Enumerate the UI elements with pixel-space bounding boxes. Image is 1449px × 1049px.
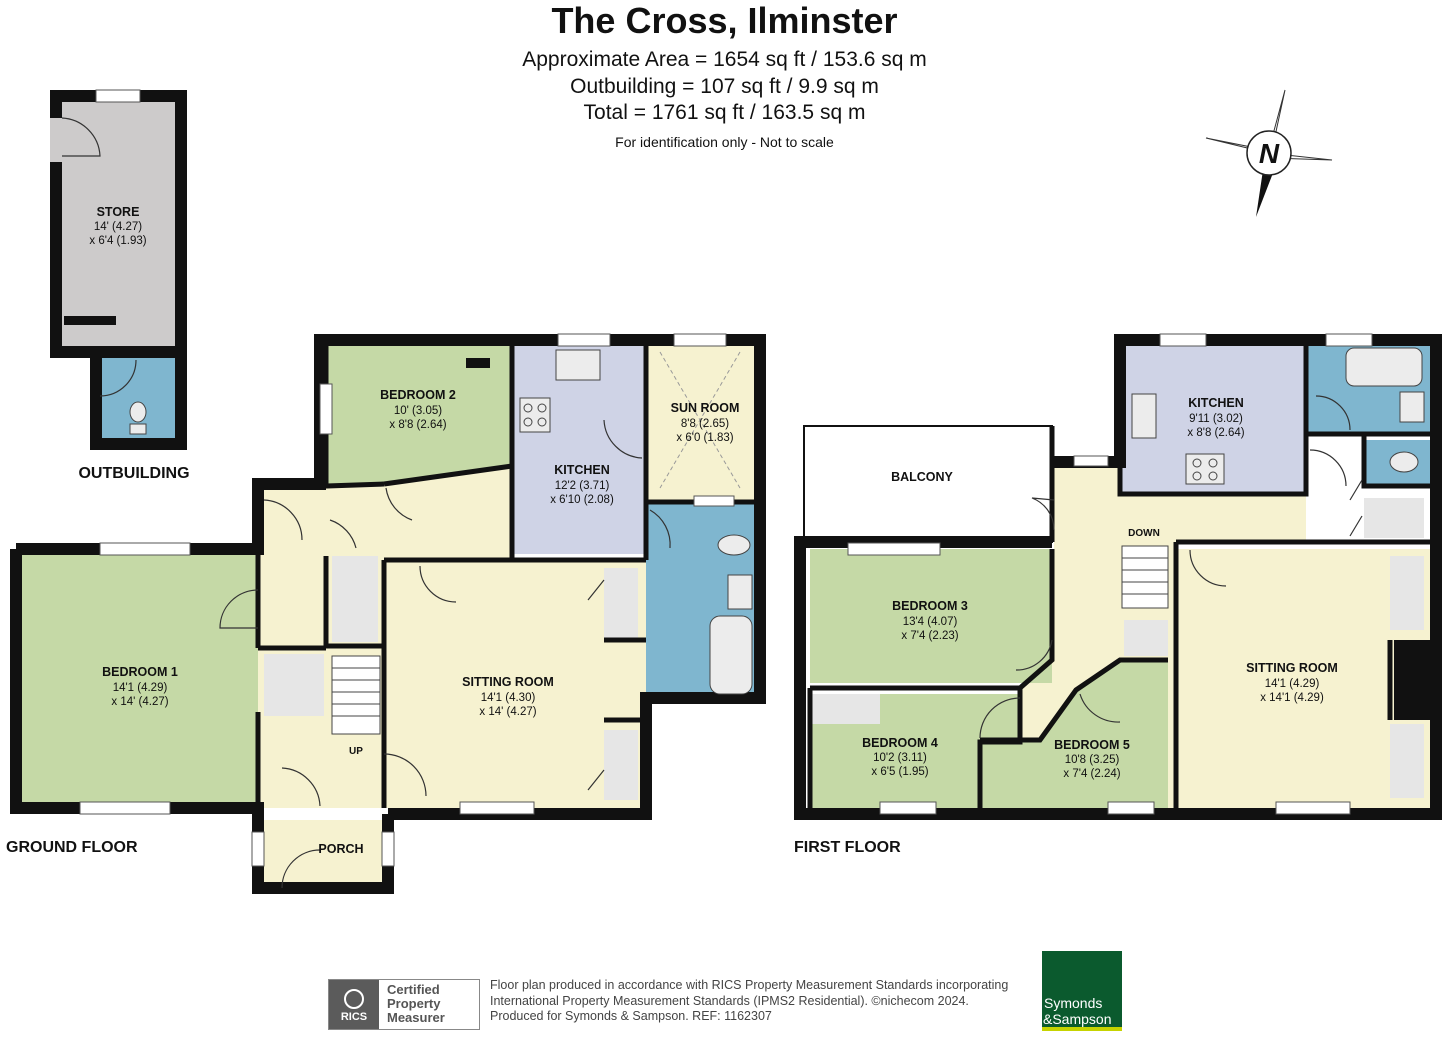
first-stairs bbox=[1121, 545, 1169, 609]
balcony-outline bbox=[803, 425, 1053, 543]
footer-line1: Floor plan produced in accordance with R… bbox=[490, 978, 1009, 992]
sunroom-dim1: 8'8 (2.65) bbox=[681, 418, 729, 430]
bedroom1-dim1: 14'1 (4.29) bbox=[113, 682, 168, 694]
bedroom2-dim1: 10' (3.05) bbox=[394, 405, 442, 417]
sitting-first-label: SITTING ROOM bbox=[1246, 661, 1338, 675]
bedroom2-label: BEDROOM 2 bbox=[380, 388, 456, 402]
sunroom-label: SUN ROOM bbox=[671, 401, 740, 415]
outbuilding-label: OUTBUILDING bbox=[78, 465, 189, 482]
sitting-first-dim2: x 14'1 (4.29) bbox=[1260, 692, 1324, 704]
ground-floor-label: GROUND FLOOR bbox=[6, 839, 138, 856]
rics-logo: RICS bbox=[329, 980, 379, 1029]
rics-cert-line2: Property bbox=[387, 996, 441, 1011]
kitchen-first-dim1: 9'11 (3.02) bbox=[1189, 413, 1243, 425]
outbuilding-plan bbox=[50, 89, 187, 450]
stairs-down-label: DOWN bbox=[1128, 528, 1160, 539]
kitchen-first-label: KITCHEN bbox=[1188, 396, 1244, 410]
rics-logo-text: RICS bbox=[340, 1011, 368, 1023]
bedroom3-floor bbox=[810, 549, 1052, 683]
first-floor-plan bbox=[794, 333, 1442, 820]
total-area: Total = 1761 sq ft / 163.5 sq m bbox=[583, 101, 866, 124]
store-floor bbox=[56, 96, 181, 352]
bedroom3-label: BEDROOM 3 bbox=[892, 599, 968, 613]
rics-emblem-icon bbox=[344, 989, 364, 1009]
sunroom-floor bbox=[646, 340, 760, 502]
compass-north-label: N bbox=[1259, 138, 1280, 169]
kitchen-ground-label: KITCHEN bbox=[554, 463, 610, 477]
bedroom5-dim1: 10'8 (3.25) bbox=[1065, 754, 1120, 766]
bedroom1-floor bbox=[16, 549, 258, 803]
bedroom2-floor bbox=[326, 340, 512, 486]
rics-certification: Certified Property Measurer bbox=[387, 983, 445, 1025]
kitchen-first-dim2: x 8'8 (2.64) bbox=[1187, 427, 1244, 439]
bedroom5-label: BEDROOM 5 bbox=[1054, 738, 1130, 752]
bedroom5-dim2: x 7'4 (2.24) bbox=[1063, 768, 1120, 780]
first-floor-label: FIRST FLOOR bbox=[794, 839, 901, 856]
ground-hall-floor bbox=[258, 466, 512, 808]
cupboard bbox=[332, 556, 378, 642]
agent-logo-underline bbox=[1042, 1027, 1122, 1031]
porch-label: PORCH bbox=[318, 842, 363, 856]
bedroom2-dim2: x 8'8 (2.64) bbox=[389, 419, 446, 431]
bedroom4-dim1: 10'2 (3.11) bbox=[873, 752, 927, 764]
sitting-ground-dim1: 14'1 (4.30) bbox=[481, 692, 536, 704]
footer-text: Floor plan produced in accordance with R… bbox=[490, 978, 1050, 1025]
bedroom1-label: BEDROOM 1 bbox=[102, 665, 178, 679]
landing-floor bbox=[1020, 462, 1370, 808]
ground-floor-plan bbox=[10, 333, 766, 894]
sitting-first-dim1: 14'1 (4.29) bbox=[1265, 678, 1320, 690]
bedroom4-dim2: x 6'5 (1.95) bbox=[871, 766, 928, 778]
bedroom3-dim2: x 7'4 (2.23) bbox=[901, 630, 958, 642]
agent-logo: Symonds &Sampson bbox=[1042, 951, 1122, 1031]
balcony-label: BALCONY bbox=[891, 470, 953, 484]
sitting-ground-label: SITTING ROOM bbox=[462, 675, 554, 689]
sitting-ground-floor bbox=[384, 560, 646, 808]
store-dim1: 14' (4.27) bbox=[94, 221, 142, 233]
sunroom-dim2: x 6'0 (1.83) bbox=[676, 432, 733, 444]
kitchen-ground-dim1: 12'2 (3.71) bbox=[555, 480, 610, 492]
store-label: STORE bbox=[97, 205, 140, 219]
sitting-ground-dim2: x 14' (4.27) bbox=[479, 706, 536, 718]
cupboard bbox=[264, 654, 324, 716]
outbuilding-area: Outbuilding = 107 sq ft / 9.9 sq m bbox=[570, 75, 879, 98]
kitchen-ground-dim2: x 6'10 (2.08) bbox=[550, 494, 614, 506]
disclaimer-note: For identification only - Not to scale bbox=[615, 134, 834, 150]
agent-logo-line2: &Sampson bbox=[1043, 1011, 1112, 1027]
store-dim2: x 6'4 (1.93) bbox=[89, 235, 146, 247]
bedroom5-floor bbox=[980, 660, 1168, 808]
ground-stairs bbox=[331, 655, 381, 735]
footer-line2: International Property Measurement Stand… bbox=[490, 993, 969, 1008]
porch-floor bbox=[258, 820, 388, 888]
bedroom4-label: BEDROOM 4 bbox=[862, 736, 938, 750]
bedroom1-dim2: x 14' (4.27) bbox=[111, 696, 168, 708]
stairs-up-label: UP bbox=[349, 746, 363, 757]
bedroom3-dim1: 13'4 (4.07) bbox=[903, 616, 958, 628]
rics-cert-line3: Measurer bbox=[387, 1010, 445, 1025]
page-title: The Cross, Ilminster bbox=[551, 0, 898, 41]
rics-badge: RICS Certified Property Measurer bbox=[328, 979, 480, 1030]
approximate-area: Approximate Area = 1654 sq ft / 153.6 sq… bbox=[522, 48, 927, 71]
agent-logo-line1: Symonds bbox=[1044, 995, 1103, 1011]
footer-line3: Produced for Symonds & Sampson. REF: 116… bbox=[490, 1009, 772, 1023]
rics-cert-line1: Certified bbox=[387, 982, 440, 997]
compass-icon: N bbox=[1205, 89, 1333, 217]
